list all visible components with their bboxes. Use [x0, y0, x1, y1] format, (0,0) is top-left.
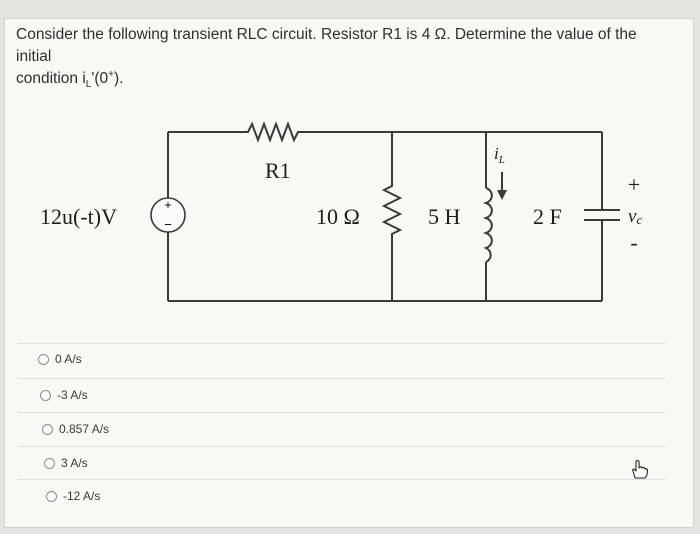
radio-button[interactable]: [38, 353, 49, 365]
option-label: -3 A/s: [57, 388, 88, 402]
r10-label: 10 Ω: [316, 204, 360, 229]
question-line-1: Consider the following transient RLC cir…: [16, 26, 637, 65]
pointer-hand-icon: [632, 459, 649, 479]
current-label: iL: [494, 144, 505, 166]
option-label: 3 A/s: [61, 456, 88, 470]
vc-minus: -: [630, 230, 637, 255]
source-plus: +: [164, 198, 171, 212]
question-line-2: condition iL'(0+).: [16, 68, 124, 91]
divider: [18, 446, 666, 447]
circuit-wires: [167, 121, 620, 302]
vc-plus: +: [628, 172, 640, 197]
divider: [18, 412, 666, 413]
question-text: Consider the following transient RLC cir…: [16, 24, 676, 90]
vc-label: vc: [628, 206, 642, 227]
divider: [18, 479, 666, 480]
current-arrow-head: [497, 190, 507, 200]
option-label: -12 A/s: [63, 489, 101, 503]
option-label: 0 A/s: [55, 352, 82, 366]
answer-option[interactable]: 0.857 A/s: [42, 422, 109, 436]
inductor-label: 5 H: [428, 204, 461, 229]
radio-button[interactable]: [40, 389, 51, 401]
answer-option[interactable]: 3 A/s: [44, 456, 88, 470]
voltage-source-icon: [150, 197, 186, 233]
capacitor-label: 2 F: [533, 204, 562, 229]
question-card: [4, 18, 694, 528]
source-label: 12u(-t)V: [40, 204, 117, 229]
answer-option[interactable]: -12 A/s: [46, 489, 100, 503]
divider: [18, 343, 666, 344]
r1-label: R1: [265, 158, 291, 183]
radio-button[interactable]: [46, 490, 57, 502]
radio-button[interactable]: [44, 457, 55, 469]
option-label: 0.857 A/s: [59, 422, 110, 436]
source-minus: −: [164, 217, 172, 232]
radio-button[interactable]: [42, 423, 53, 435]
answer-option[interactable]: -3 A/s: [40, 388, 88, 402]
divider: [18, 378, 666, 379]
answer-option[interactable]: 0 A/s: [38, 352, 82, 366]
